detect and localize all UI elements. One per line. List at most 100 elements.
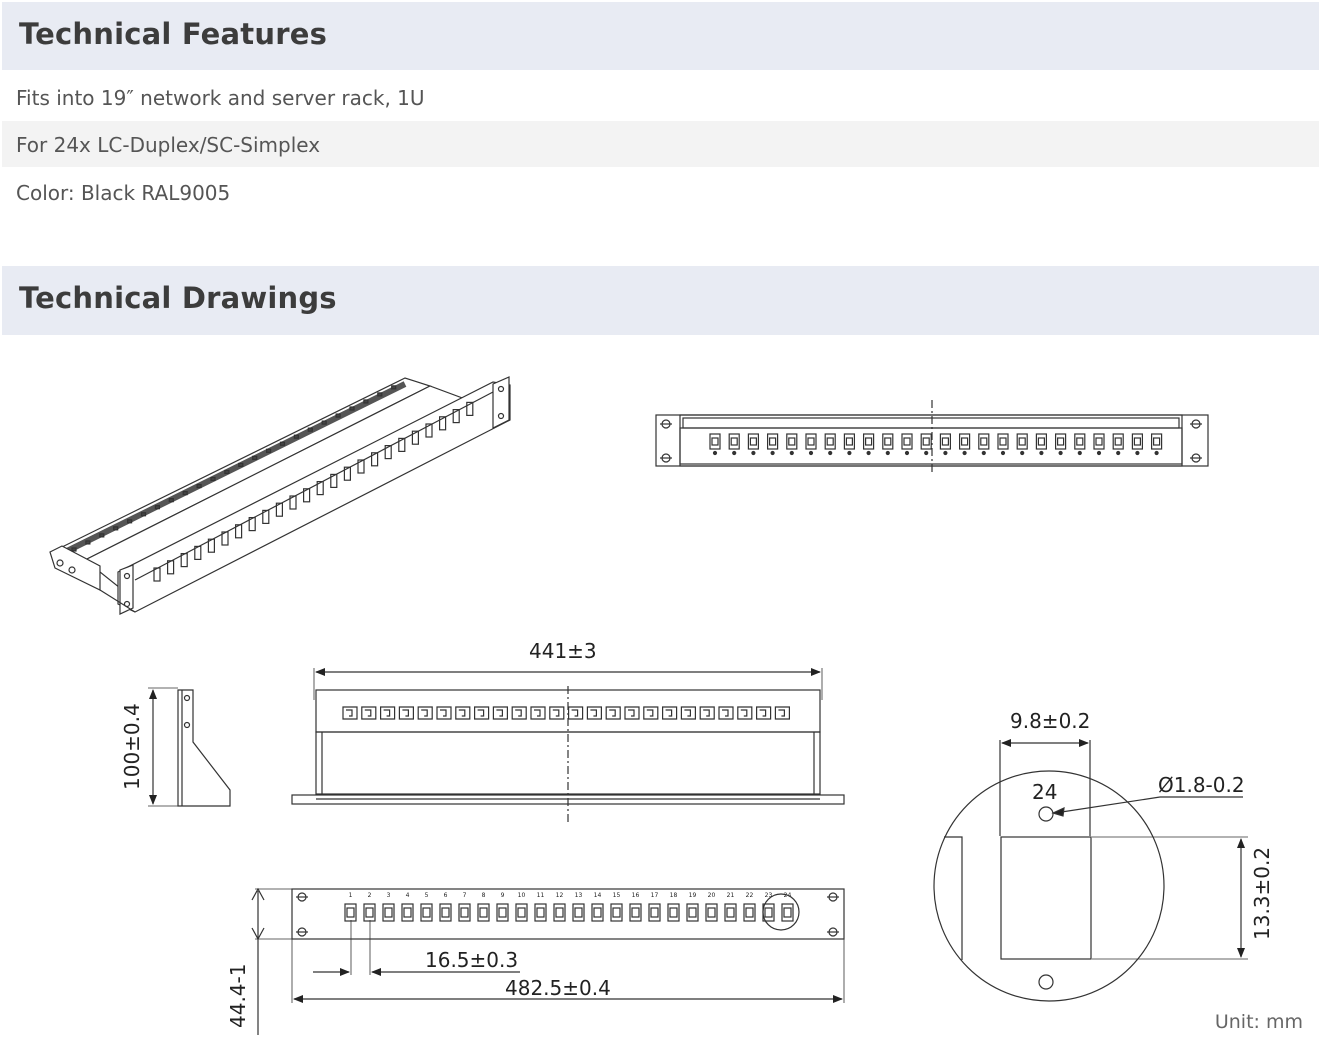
iso-port	[466, 401, 474, 416]
port-profile	[530, 706, 546, 720]
port-window	[903, 437, 911, 446]
dim-port-height: 13.3±0.2	[1250, 847, 1274, 940]
port-outline	[610, 903, 623, 922]
iso-port	[235, 524, 243, 539]
dim-panel-height: 44.4-1	[226, 964, 250, 1028]
port-number: 17	[651, 892, 659, 899]
port-window	[422, 907, 431, 918]
dim-inner-width: 441±3	[529, 639, 597, 663]
port-marker	[1116, 450, 1121, 456]
port-outline	[882, 433, 894, 450]
port-outline	[477, 903, 490, 922]
port-number: 14	[594, 892, 602, 899]
iso-port	[371, 452, 379, 467]
feature-text: For 24x LC-Duplex/SC-Simplex	[16, 133, 321, 157]
port-number: 6	[444, 892, 448, 899]
port-window	[711, 437, 719, 446]
port-number: 22	[746, 892, 754, 899]
port-outline	[862, 433, 875, 450]
iso-port	[180, 552, 188, 568]
port-profile	[455, 706, 471, 720]
dim-port-width: 9.8±0.2	[1010, 709, 1090, 733]
iso-port	[194, 545, 202, 561]
iso-port-back	[196, 483, 202, 489]
port-window	[1018, 437, 1026, 446]
port-profile	[474, 706, 490, 720]
port-outline	[724, 903, 737, 922]
port-number: 1	[349, 892, 353, 899]
port-marker	[1058, 450, 1063, 456]
port-window	[631, 907, 640, 918]
port-marker	[962, 450, 967, 456]
port-window	[365, 907, 374, 918]
port-number: 4	[406, 892, 410, 899]
port-outline	[705, 903, 718, 922]
port-window	[845, 437, 854, 446]
port-window	[941, 437, 950, 446]
port-profile	[568, 706, 584, 720]
port-profile	[586, 706, 602, 720]
feature-text: Color: Black RAL9005	[16, 181, 231, 205]
iso-port-back	[377, 392, 383, 397]
port-outline	[805, 433, 817, 450]
port-outline	[728, 433, 740, 450]
iso-port-back	[363, 399, 369, 404]
feature-item: Color: Black RAL9005	[2, 169, 1319, 215]
technical-drawings-header: Technical Drawings	[2, 266, 1319, 335]
port-outline	[458, 903, 471, 922]
port-profile	[398, 706, 414, 720]
port-marker	[808, 450, 814, 456]
iso-port	[316, 481, 324, 496]
port-outline	[1035, 433, 1048, 450]
iso-port-back	[293, 434, 299, 439]
port-outline	[401, 903, 414, 922]
iso-port	[153, 567, 161, 582]
port-outline	[344, 903, 357, 922]
port-outline	[534, 903, 547, 922]
iso-port	[221, 531, 229, 546]
port-number: 20	[708, 892, 716, 899]
port-window	[764, 907, 773, 918]
port-marker	[847, 450, 852, 456]
iso-port	[289, 495, 297, 510]
iso-port-back	[349, 406, 355, 411]
port-number: 18	[670, 892, 678, 899]
technical-features-header: Technical Features	[2, 2, 1319, 70]
dim-port-pitch: 16.5±0.3	[425, 948, 518, 972]
port-profile	[699, 706, 715, 720]
iso-port	[425, 423, 433, 438]
iso-port	[303, 488, 311, 503]
iso-port-back	[140, 512, 147, 517]
port-window	[884, 437, 892, 446]
dim-port-number: 24	[1032, 780, 1057, 804]
port-outline	[786, 433, 798, 450]
port-outline	[420, 903, 433, 922]
port-marker	[1077, 450, 1082, 456]
port-profile	[737, 706, 753, 720]
port-outline	[1074, 433, 1086, 450]
port-profile	[361, 706, 377, 720]
port-marker	[770, 450, 775, 456]
port-profile	[380, 706, 396, 720]
port-window	[403, 907, 412, 918]
top-view	[291, 668, 845, 822]
iso-port	[398, 437, 406, 452]
port-outline	[496, 903, 509, 922]
port-outline	[363, 903, 376, 922]
port-window	[807, 437, 815, 446]
port-window	[460, 907, 469, 918]
port-marker	[1020, 450, 1025, 456]
port-window	[960, 437, 969, 446]
iso-port	[330, 473, 338, 488]
front-view	[655, 400, 1209, 475]
port-marker	[904, 450, 910, 456]
port-window	[783, 907, 792, 918]
iso-port-back	[85, 540, 91, 545]
port-profile	[624, 706, 640, 720]
port-window	[730, 437, 738, 446]
port-outline	[939, 433, 952, 450]
port-window	[346, 907, 355, 918]
port-window	[441, 907, 450, 918]
